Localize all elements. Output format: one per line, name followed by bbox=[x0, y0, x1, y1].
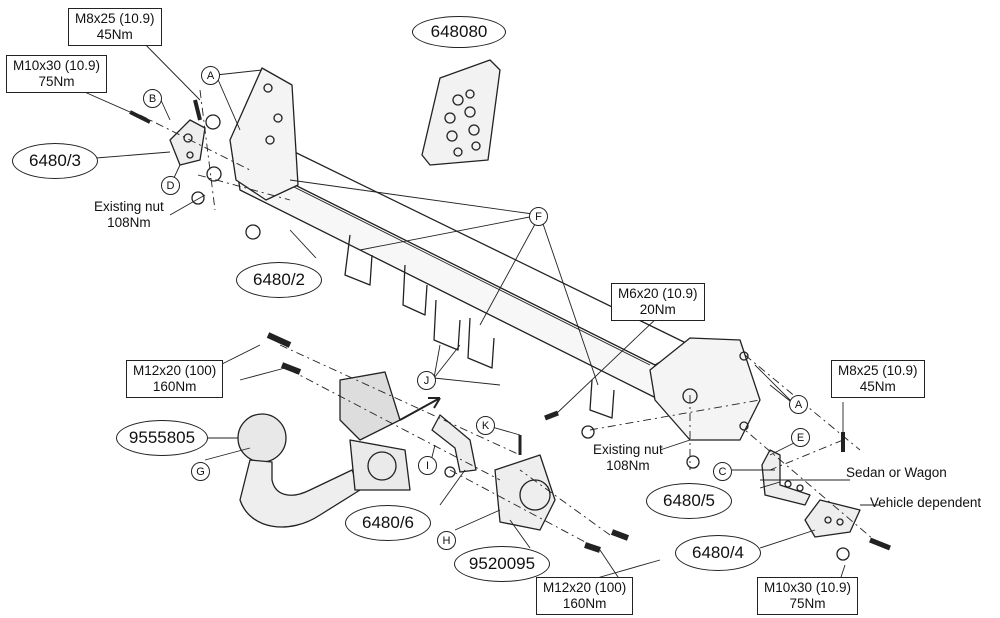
bolt-torque: 75Nm bbox=[789, 596, 826, 611]
oval-ball: 9555805 bbox=[116, 420, 208, 456]
existing-nut-right: Existing nut 108Nm bbox=[593, 442, 663, 474]
bolt-torque: 75Nm bbox=[38, 74, 75, 89]
bolt-size: M8x25 (10.9) bbox=[838, 363, 918, 378]
bolt-size: M10x30 (10.9) bbox=[764, 580, 852, 595]
bracket-5-drawing bbox=[761, 449, 811, 506]
socket-plate-drawing bbox=[494, 454, 556, 531]
left-endplate-drawing bbox=[229, 67, 299, 201]
bolt-size: M10x30 (10.9) bbox=[13, 58, 101, 73]
kit-card-drawing bbox=[421, 59, 501, 166]
nut-torque: 108Nm bbox=[107, 215, 151, 230]
note-vehicle: Vehicle dependent bbox=[870, 495, 982, 510]
bolt-torque: 20Nm bbox=[639, 302, 676, 317]
callout-d: D bbox=[161, 176, 180, 195]
direction-arrow bbox=[399, 397, 441, 421]
oval-bracket-left: 6480/3 bbox=[12, 143, 98, 179]
callout-c: C bbox=[713, 462, 732, 481]
label-m10-bottom: M10x30 (10.9) 75Nm bbox=[757, 577, 859, 615]
oval-bracket-4: 6480/4 bbox=[675, 535, 761, 571]
callout-k: K bbox=[476, 416, 495, 435]
nut-text: Existing nut bbox=[593, 442, 663, 457]
leader-lines bbox=[79, 33, 880, 581]
label-m12-left: M12x20 (100) 160Nm bbox=[126, 360, 224, 398]
callout-a-left: A bbox=[201, 66, 220, 85]
callout-g: G bbox=[191, 462, 210, 481]
bolt-size: M12x20 (100) bbox=[133, 363, 217, 378]
callout-j: J bbox=[417, 371, 436, 390]
bolt-torque: 160Nm bbox=[562, 596, 607, 611]
bolt-torque: 160Nm bbox=[152, 379, 197, 394]
callout-i: I bbox=[418, 456, 437, 475]
callout-h: H bbox=[437, 531, 456, 550]
oval-kit: 648080 bbox=[412, 16, 506, 48]
oval-bracket-5: 6480/5 bbox=[646, 483, 732, 519]
nut-torque: 108Nm bbox=[606, 458, 650, 473]
callout-a-right: A bbox=[789, 395, 808, 414]
callout-e: E bbox=[791, 428, 810, 447]
callout-f: F bbox=[529, 207, 548, 226]
oval-bracket-6: 6480/6 bbox=[345, 505, 431, 541]
bolt-torque: 45Nm bbox=[96, 27, 133, 42]
bracket-6-drawing bbox=[431, 414, 477, 473]
oval-socket-plate: 9520095 bbox=[454, 546, 550, 582]
note-sedan: Sedan or Wagon bbox=[846, 465, 947, 480]
bracket-4-drawing bbox=[804, 432, 891, 561]
label-m8-top: M8x25 (10.9) 45Nm bbox=[68, 8, 162, 46]
bolt-size: M8x25 (10.9) bbox=[75, 11, 155, 26]
callout-b: B bbox=[143, 89, 162, 108]
bolts-drawing bbox=[266, 332, 700, 553]
existing-nut-left: Existing nut 108Nm bbox=[94, 199, 164, 231]
label-m6: M6x20 (10.9) 20Nm bbox=[611, 283, 705, 321]
oval-crossbar: 6480/2 bbox=[236, 262, 322, 298]
right-endplate-drawing bbox=[649, 337, 761, 441]
bolt-size: M12x20 (100) bbox=[543, 580, 627, 595]
nut-text: Existing nut bbox=[94, 199, 164, 214]
bolt-size: M6x20 (10.9) bbox=[618, 286, 698, 301]
label-m12-bottom: M12x20 (100) 160Nm bbox=[536, 577, 634, 615]
left-bracket-drawing bbox=[129, 99, 261, 240]
label-m10-top: M10x30 (10.9) 75Nm bbox=[6, 55, 108, 93]
bolt-torque: 45Nm bbox=[859, 379, 896, 394]
label-m8-right: M8x25 (10.9) 45Nm bbox=[831, 360, 925, 398]
towball-drawing bbox=[237, 371, 411, 528]
